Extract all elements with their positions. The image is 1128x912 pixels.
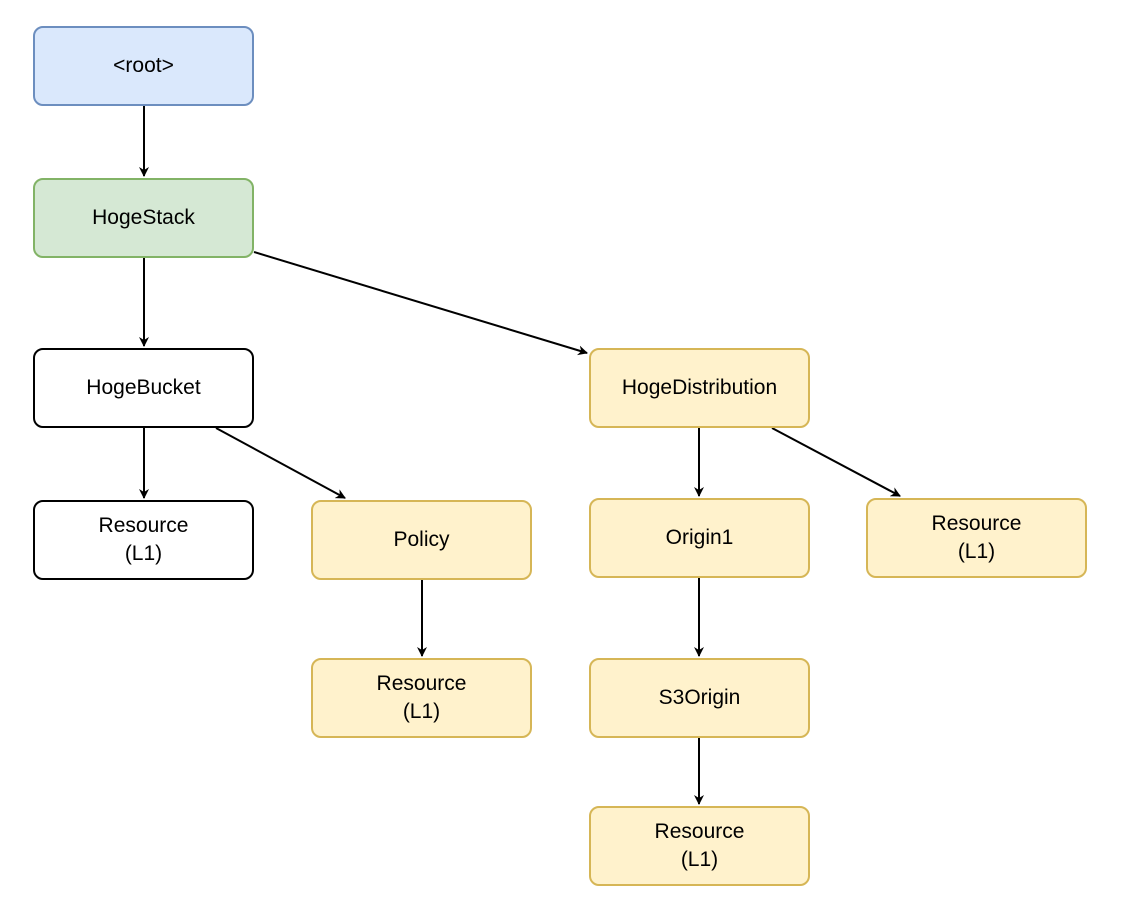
policy-node: Policy <box>311 500 532 580</box>
origin1-node-label: Origin1 <box>665 526 734 549</box>
hoge-bucket-node: HogeBucket <box>33 348 254 428</box>
s3-origin-node: S3Origin <box>589 658 810 738</box>
bucket-resource-node-label: Resource (L1) <box>98 514 189 565</box>
edge-hoge-bucket-to-policy <box>215 427 346 499</box>
hoge-distribution-node-label: HogeDistribution <box>621 376 778 399</box>
distribution-resource-node: Resource (L1) <box>866 498 1087 578</box>
edge-hoge-stack-to-hoge-distribution <box>253 251 588 356</box>
s3-origin-node-label: S3Origin <box>658 686 741 709</box>
s3-origin-resource-node-label: Resource (L1) <box>654 820 745 871</box>
origin1-node: Origin1 <box>589 498 810 578</box>
s3-origin-resource-node: Resource (L1) <box>589 806 810 886</box>
root-node-label: <root> <box>113 54 174 77</box>
policy-node-label: Policy <box>393 528 450 551</box>
hoge-distribution-node: HogeDistribution <box>589 348 810 428</box>
policy-resource-node-label: Resource (L1) <box>376 672 467 723</box>
edge-hoge-distribution-to-resource <box>771 427 901 497</box>
distribution-resource-node-label: Resource (L1) <box>931 512 1022 563</box>
hoge-stack-node-label: HogeStack <box>92 206 195 229</box>
bucket-resource-node: Resource (L1) <box>33 500 254 580</box>
root-node: <root> <box>33 26 254 106</box>
hoge-bucket-node-label: HogeBucket <box>86 376 201 399</box>
policy-resource-node: Resource (L1) <box>311 658 532 738</box>
hoge-stack-node: HogeStack <box>33 178 254 258</box>
